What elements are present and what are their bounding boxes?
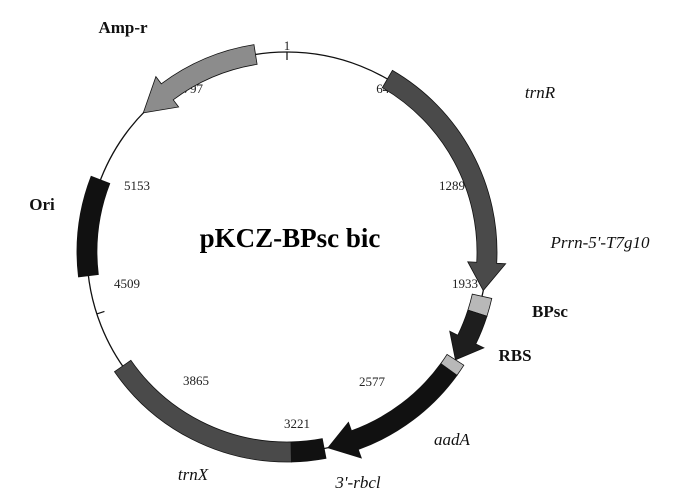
- feature-label-aadA: aadA: [434, 430, 471, 449]
- feature-label-rbs: RBS: [498, 346, 531, 365]
- tick-label-t5153: 5153: [124, 178, 150, 193]
- feature-label-rbcl: 3'-rbcl: [334, 473, 380, 492]
- tick-label-t1289: 1289: [439, 178, 465, 193]
- feature-ori: [76, 175, 111, 278]
- tick-label-t3865: 3865: [183, 373, 209, 388]
- feature-label-prrn: Prrn-5'-T7g10: [549, 233, 650, 252]
- feature-label-bpsc: BPsc: [532, 302, 568, 321]
- tick-label-t1933: 1933: [452, 276, 478, 291]
- feature-trnX: [113, 359, 292, 463]
- feature-label-trnR: trnR: [525, 83, 556, 102]
- feature-label-trnX: trnX: [178, 465, 209, 484]
- tick-label-t2577: 2577: [359, 374, 386, 389]
- feature-trnR: [381, 69, 507, 292]
- feature-label-ampr: Amp-r: [98, 18, 148, 37]
- feature-bpsc: [449, 309, 488, 361]
- feature-label-ori: Ori: [29, 195, 55, 214]
- feature-rbcl: [290, 438, 327, 463]
- tick-label-t1: 1: [284, 38, 291, 53]
- tick-label-t3221: 3221: [284, 416, 310, 431]
- feature-segments: [76, 44, 507, 463]
- tick-label-t4509: 4509: [114, 276, 140, 291]
- feature-ampr: [142, 44, 258, 114]
- feature-aadA: [327, 363, 458, 459]
- tick-mark-t4509: [96, 310, 105, 315]
- plasmid-name: pKCZ-BPsc bic: [200, 223, 381, 253]
